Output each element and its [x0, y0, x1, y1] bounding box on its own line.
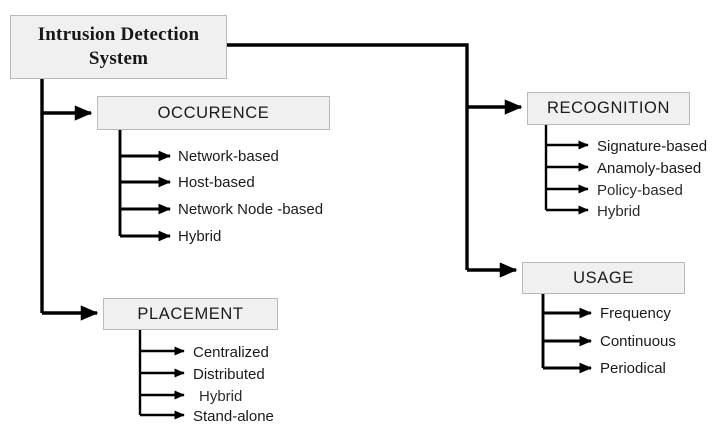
leaf-placement-3: Stand-alone	[193, 408, 274, 425]
leaf-placement-2: Hybrid	[199, 388, 243, 405]
leaf-occurence-2: Network Node -based	[178, 201, 324, 218]
leaf-occurence-3: Hybrid	[178, 228, 222, 245]
leaf-usage-1: Continuous	[600, 333, 676, 350]
node-placement-label: PLACEMENT	[137, 304, 244, 323]
node-recognition[interactable]: RECOGNITION	[527, 92, 690, 125]
node-placement[interactable]: PLACEMENT	[103, 298, 278, 330]
leaf-placement-1: Distributed	[193, 366, 265, 383]
leaf-occurence-1: Host-based	[178, 174, 255, 191]
leaf-recognition-2: Policy-based	[597, 182, 683, 199]
node-intrusion-detection-system[interactable]: Intrusion Detection System	[10, 15, 227, 79]
connector-root-left-trunk	[40, 79, 99, 321]
leaf-placement-0: Centralized	[193, 344, 269, 361]
connector-occurence-children	[118, 130, 172, 242]
root-title-line1: Intrusion Detection	[37, 24, 200, 46]
node-usage-label: USAGE	[573, 268, 634, 287]
node-occurence-label: OCCURENCE	[157, 103, 270, 122]
node-recognition-label: RECOGNITION	[546, 99, 671, 117]
leaf-recognition-3: Hybrid	[597, 203, 641, 220]
leaf-usage-2: Periodical	[600, 360, 666, 377]
root-title-line2: System	[88, 48, 149, 69]
node-occurence[interactable]: OCCURENCE	[97, 96, 330, 130]
connector-recognition-children	[544, 125, 589, 215]
leaf-recognition-0: Signature-based	[597, 138, 708, 155]
leaf-usage-0: Frequency	[600, 305, 671, 322]
connector-placement-children	[138, 330, 185, 420]
node-usage[interactable]: USAGE	[522, 262, 685, 294]
leaf-occurence-0: Network-based	[178, 148, 279, 165]
connector-usage-children	[541, 294, 593, 374]
leaf-recognition-1: Anamoly-based	[597, 160, 702, 177]
